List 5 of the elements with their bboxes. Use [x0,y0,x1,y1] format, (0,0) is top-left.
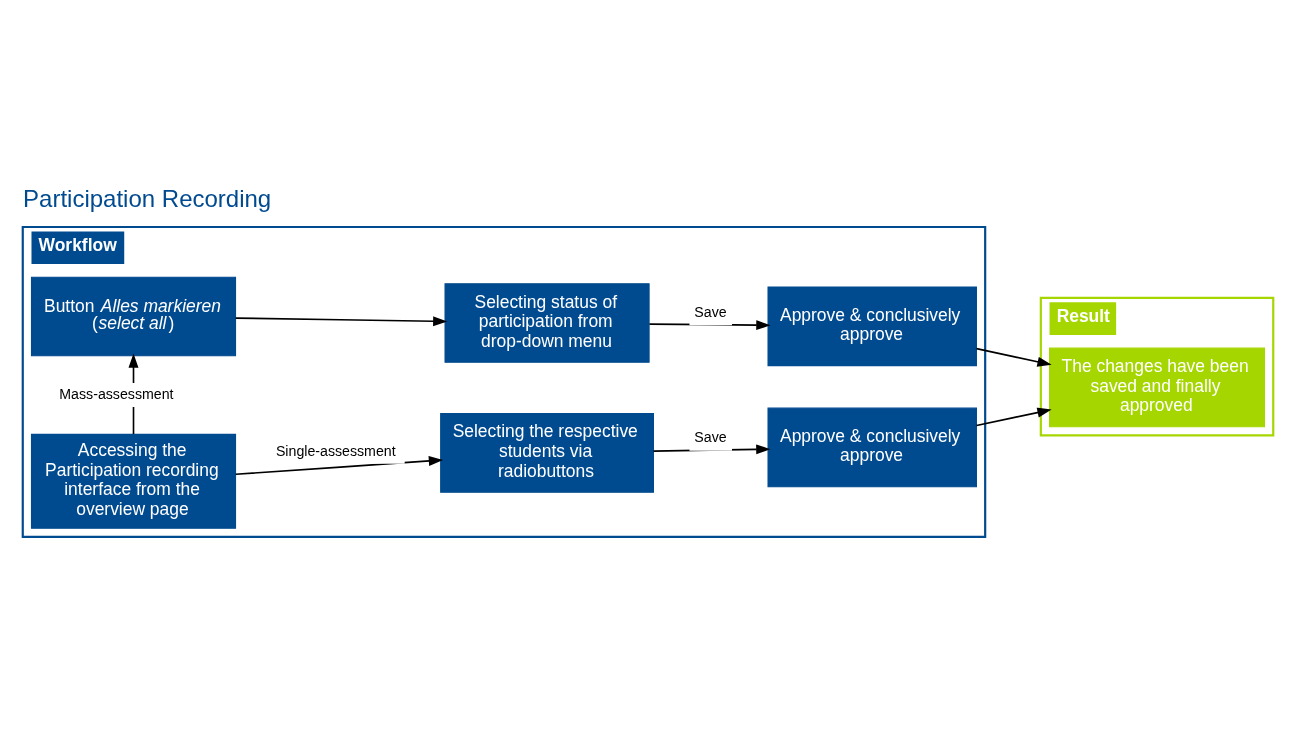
edge-label: Save [694,429,727,446]
diagram-title: Participation Recording [23,184,272,212]
edge-label: Save [694,303,727,320]
edge-label: Mass-assessment [59,385,174,402]
edge-label: Single-assessment [275,442,396,459]
